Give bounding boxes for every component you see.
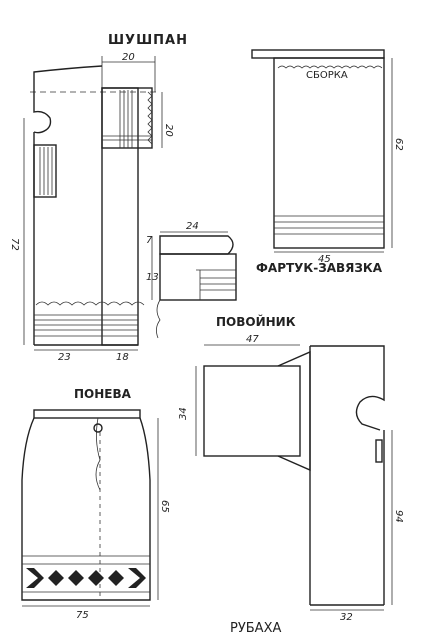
rubakha-title: РУБАХА <box>230 621 281 636</box>
rubakha-length: 94 <box>393 510 404 523</box>
povoynik-height: 34 <box>178 407 189 420</box>
apron-height: 62 <box>393 138 404 151</box>
apron-gathering-note: СБОРКА <box>306 70 348 81</box>
poneva-title: ПОНЕВА <box>74 387 132 401</box>
shushpan-armhole <box>33 78 52 134</box>
poneva-width: 75 <box>76 610 89 621</box>
sleeve-cuff: 13 <box>146 272 159 283</box>
shushpan-hem-width: 23 <box>58 352 71 363</box>
sleeve-cuff-piece <box>159 253 237 301</box>
sleeve-pattern: 24 7 13 <box>146 221 237 339</box>
apron-width: 45 <box>318 254 331 265</box>
shushpan-pattern: ШУШПАН 20 20 <box>9 33 188 363</box>
apron-tie <box>251 49 385 59</box>
sleeve-length: 24 <box>186 221 199 232</box>
shushpan-pocket <box>33 144 57 198</box>
povoynik-title: ПОВОЙНИК <box>216 314 296 329</box>
shushpan-collar-height: 20 <box>163 124 174 137</box>
shushpan-sleeve-width: 18 <box>116 352 129 363</box>
shushpan-title: ШУШПАН <box>108 33 188 48</box>
poneva-ornament <box>26 568 146 588</box>
rubakha-width: 32 <box>340 612 353 623</box>
povoynik-pattern: ПОВОЙНИК 47 34 <box>178 314 311 472</box>
rubakha-pattern: 94 32 РУБАХА <box>230 345 404 636</box>
apron-pattern: СБОРКА 62 45 ФАРТУК-ЗАВЯЗКА <box>251 49 404 275</box>
sleeve-top-piece <box>159 235 234 255</box>
povoynik-width: 47 <box>246 334 259 345</box>
shushpan-collar <box>101 87 153 149</box>
poneva-body <box>21 417 151 601</box>
apron-title: ФАРТУК-ЗАВЯЗКА <box>256 261 383 275</box>
poneva-pattern: ПОНЕВА 65 75 <box>21 387 170 621</box>
apron-body <box>273 57 385 249</box>
sleeve-top: 7 <box>146 235 153 246</box>
poneva-length: 65 <box>159 500 170 513</box>
shushpan-length: 72 <box>9 238 20 251</box>
poneva-waistband <box>33 409 141 419</box>
povoynik-body <box>203 365 301 457</box>
rubakha-shoulder <box>310 345 385 431</box>
shushpan-top-width: 20 <box>122 52 135 63</box>
